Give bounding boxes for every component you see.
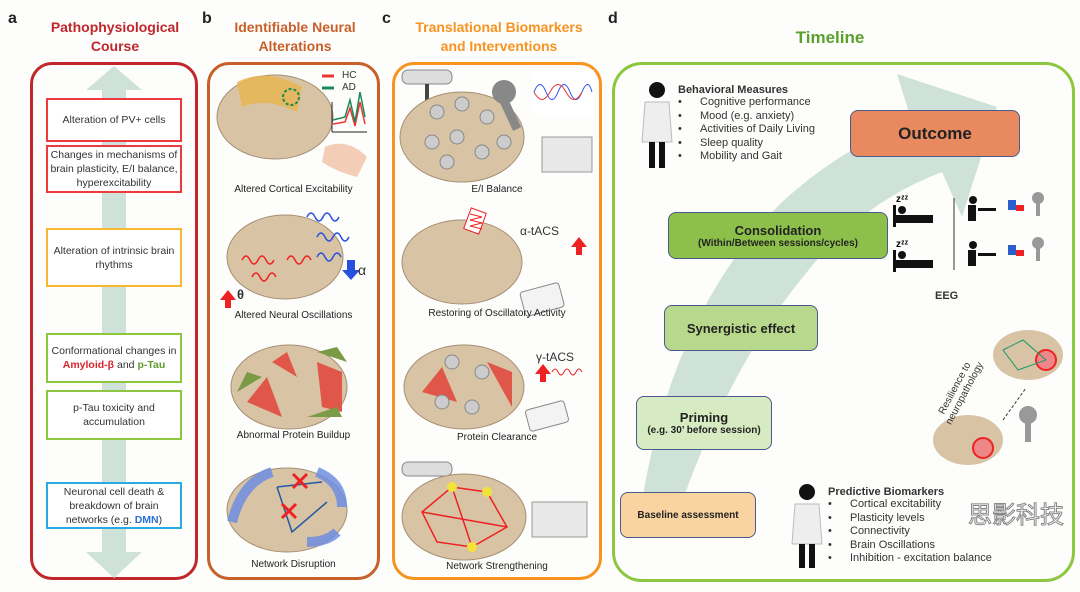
doctor-icon: [791, 484, 823, 568]
brain-icon: [403, 344, 525, 430]
brain-icon: [216, 74, 334, 160]
tacs-device: [519, 282, 565, 317]
panel-a-letter: a: [8, 10, 17, 27]
panel-c-title: Translational Biomarkers and Interventio…: [415, 19, 583, 54]
alpha-tacs-label: α-tACS: [520, 224, 559, 238]
timeline-icons: zᶻᶻ zᶻᶻ: [893, 192, 1063, 465]
brain-icon: [933, 415, 1003, 465]
sleeping-person-icon: zᶻᶻ: [893, 239, 933, 272]
panel-b-frame: [207, 62, 380, 580]
caption-neural-oscillations: Altered Neural Oscillations: [234, 310, 353, 321]
hc-ad-plot: [322, 91, 367, 177]
brain-icon: [399, 91, 525, 183]
box-neuronal-death: Neuronal cell death & breakdown of brain…: [46, 482, 182, 529]
panel-d-title: Timeline: [795, 28, 865, 47]
box-plasticity: Changes in mechanisms of brain plasticit…: [46, 145, 182, 193]
amyloid-label: Amyloid-β: [62, 359, 115, 371]
gamma-tacs-label: γ-tACS: [536, 350, 575, 364]
brain-icon: [226, 212, 350, 300]
brain-icon: [226, 467, 348, 553]
caption-network-strengthening: Network Strengthening: [446, 561, 548, 572]
resilient-brain-icon: [993, 330, 1063, 380]
caption-cortical-excitability: Altered Cortical Excitability: [234, 184, 353, 195]
tdcs-electrode-icon: [1008, 200, 1016, 210]
timeline-arrow: [642, 74, 997, 502]
camera-icon: [401, 461, 453, 477]
stage-outcome: Outcome: [850, 110, 1020, 157]
svg-text:zᶻᶻ: zᶻᶻ: [896, 239, 909, 250]
caption-oscillatory-activity: Restoring of Oscillatory Activity: [428, 308, 566, 319]
brain-icon: [401, 473, 527, 561]
eeg-label: EEG: [935, 290, 959, 302]
person-at-desk-icon: [968, 241, 996, 266]
stage-consolidation: Consolidation(Within/Between sessions/cy…: [668, 212, 888, 259]
eeg-plot: [532, 70, 594, 114]
doctor-icon: [641, 82, 673, 168]
theta-label: θ: [237, 287, 245, 302]
caption-protein-buildup: Abnormal Protein Buildup: [236, 430, 351, 441]
camera-icon: [401, 69, 453, 85]
sleeping-person-icon: zᶻᶻ: [893, 194, 933, 227]
stage-synergistic: Synergistic effect: [664, 305, 818, 351]
arrow-down-icon: [342, 260, 360, 280]
panel-c-letter: c: [382, 10, 391, 27]
box-brain-rhythms: Alteration of intrinsic brain rhythms: [46, 228, 182, 287]
alpha-label: α: [358, 262, 367, 278]
behavioral-measures: Behavioral Measures Cognitive performanc…: [678, 84, 815, 164]
stimulator-device: [531, 501, 588, 538]
ptau-label: p-Tau: [137, 359, 166, 371]
brain-icon: [230, 344, 348, 430]
tdcs-electrode-icon: [1008, 245, 1016, 255]
panel-c-frame: [392, 62, 602, 580]
stage-baseline: Baseline assessment: [620, 492, 756, 538]
arrow-up-icon: [571, 237, 587, 255]
person-at-desk-icon: [968, 196, 996, 221]
tacs-device: [525, 400, 569, 432]
caption-protein-clearance: Protein Clearance: [456, 432, 538, 443]
svg-text:zᶻᶻ: zᶻᶻ: [896, 194, 909, 205]
watermark: 思影科技: [968, 502, 1065, 529]
progression-arrow: [86, 66, 142, 578]
stimulator-device: [541, 136, 593, 173]
panel-b-letter: b: [202, 10, 212, 27]
panel-b-title: Identifiable Neural Alterations: [234, 19, 356, 54]
panel-b-illustrations: [216, 74, 367, 553]
tms-coil-icon: [1019, 406, 1037, 442]
caption-network-disruption: Network Disruption: [251, 559, 336, 570]
box-conformational: Conformational changes in Amyloid-β and …: [46, 333, 182, 383]
panel-d-frame: [612, 62, 1075, 582]
box-ptau-toxicity: p-Tau toxicity and accumulation: [46, 390, 182, 440]
panel-a-frame: [30, 62, 198, 580]
panel-c-illustrations: [399, 69, 594, 561]
stage-priming: Priming(e.g. 30’ before session): [636, 396, 772, 450]
tms-coil-icon: [492, 80, 522, 131]
box-pv-cells: Alteration of PV+ cells: [46, 98, 182, 142]
panel-a-title: Pathophysiological Course: [50, 19, 180, 54]
brain-icon: [401, 207, 523, 305]
dmn-label: DMN: [134, 513, 159, 526]
panel-d-letter: d: [608, 10, 618, 27]
arrow-up-icon: [535, 364, 551, 382]
tms-coil-icon: [1032, 192, 1044, 261]
predictive-biomarkers: Predictive Biomarkers Cortical excitabil…: [828, 486, 992, 566]
arrow-up-icon: [220, 290, 236, 308]
caption-ei-balance: E/I Balance: [471, 184, 523, 195]
